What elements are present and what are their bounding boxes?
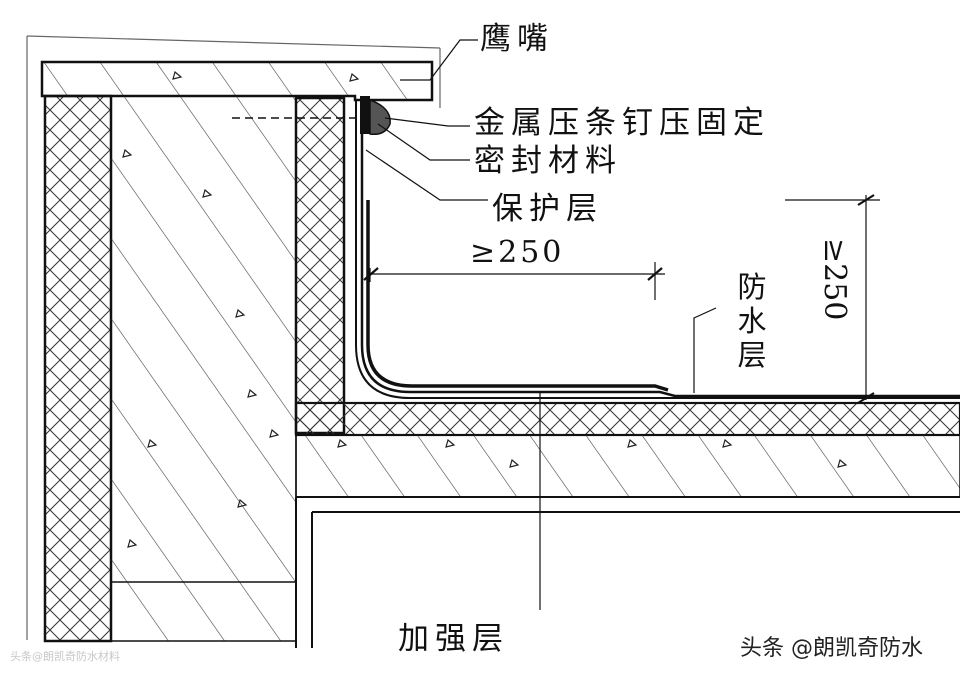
- parapet-outline: [26, 35, 441, 640]
- label-protective-layer: 保护层: [492, 191, 603, 227]
- parapet-body: [110, 95, 297, 642]
- dimension-horizontal: [363, 262, 665, 300]
- waterproof-membrane: [355, 100, 960, 399]
- roof-slab: [295, 434, 960, 498]
- label-reinforcement-layer: 加强层: [398, 621, 509, 657]
- waterproof-char-1: 防: [737, 270, 767, 304]
- dimension-vertical: [785, 194, 880, 404]
- leader-lines: [365, 39, 717, 610]
- roof-insulation: [294, 401, 960, 437]
- aggregate-marks: [122, 70, 848, 548]
- metal-strip-and-sealant: [360, 96, 391, 136]
- waterproof-char-2: 水: [737, 304, 767, 338]
- label-waterproof-layer: 防 水 层: [734, 270, 770, 372]
- watermark-main: 头条 @朗凯奇防水: [740, 636, 923, 661]
- label-metal-strip: 金属压条钉压固定: [474, 105, 770, 141]
- parapet-cap: [40, 60, 434, 102]
- room-outline: [295, 496, 960, 648]
- waterproof-char-3: 层: [737, 338, 767, 372]
- label-sealant: 密封材料: [474, 143, 622, 179]
- label-eagle-beak: 鹰嘴: [480, 21, 554, 57]
- outer-insulation: [43, 94, 113, 643]
- label-dim-horizontal: ≥250: [470, 235, 565, 270]
- watermark-faint: 头条@朗凯奇防水材料: [10, 650, 120, 663]
- inner-insulation: [294, 96, 346, 435]
- label-dim-vertical: ≥250: [817, 238, 852, 321]
